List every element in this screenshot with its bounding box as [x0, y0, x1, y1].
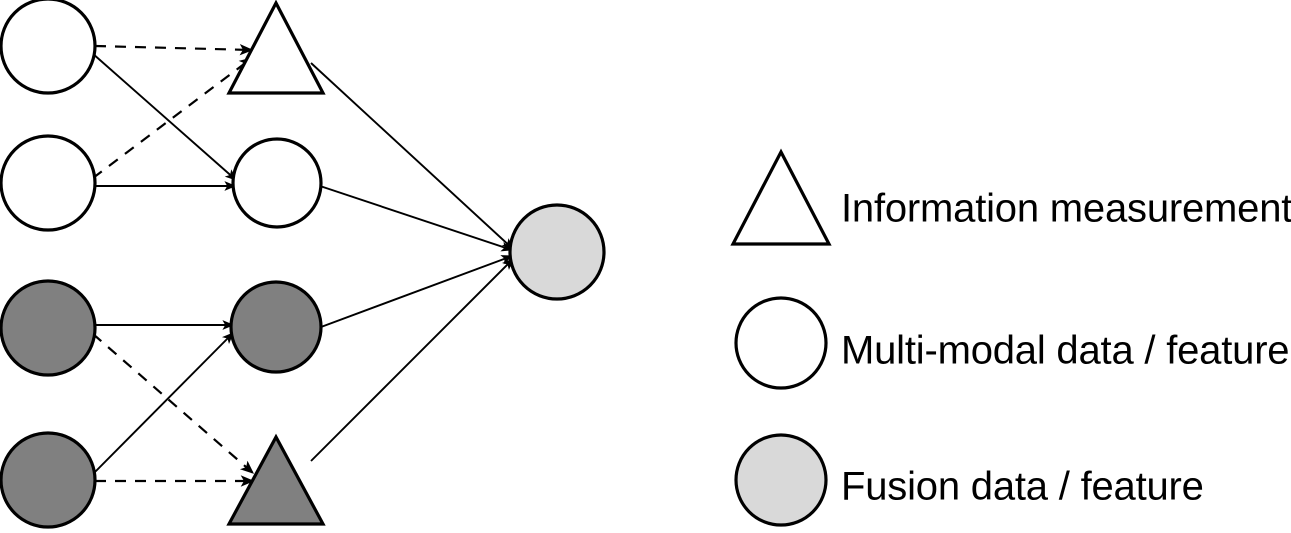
node-measure-bottom	[226, 433, 326, 526]
node-input-3	[0, 279, 97, 377]
legend-label-1: Multi-modal data / feature	[841, 329, 1289, 373]
legend-information-measurement: Information measurement	[730, 148, 1291, 246]
legend-circle-icon	[734, 296, 828, 390]
legend-label-2: Fusion data / feature	[841, 465, 1204, 509]
legend-circle-icon	[734, 433, 828, 527]
node-fusion	[508, 203, 606, 301]
edge-e3	[92, 57, 254, 179]
legend-label-0: Information measurement	[841, 187, 1291, 231]
node-input-2	[0, 134, 97, 232]
node-input-1	[0, 0, 97, 95]
node-feature-gray	[229, 280, 323, 374]
edge-e7	[92, 332, 234, 475]
legend-triangle-icon	[730, 148, 832, 246]
nodes-layer	[0, 0, 606, 529]
edge-e9	[310, 62, 514, 250]
node-input-4	[0, 431, 97, 529]
legend-multi-modal: Multi-modal data / feature	[734, 296, 1290, 390]
edge-e6	[92, 333, 254, 474]
edge-e2	[91, 52, 237, 181]
legend-fusion: Fusion data / feature	[734, 433, 1204, 527]
edge-e11	[320, 255, 514, 328]
edges-layer	[91, 43, 514, 487]
edge-e10	[319, 185, 514, 252]
node-feature-white	[231, 137, 323, 229]
edge-e1	[94, 43, 254, 56]
edge-e12	[310, 258, 514, 462]
node-measure-top	[226, 0, 326, 95]
